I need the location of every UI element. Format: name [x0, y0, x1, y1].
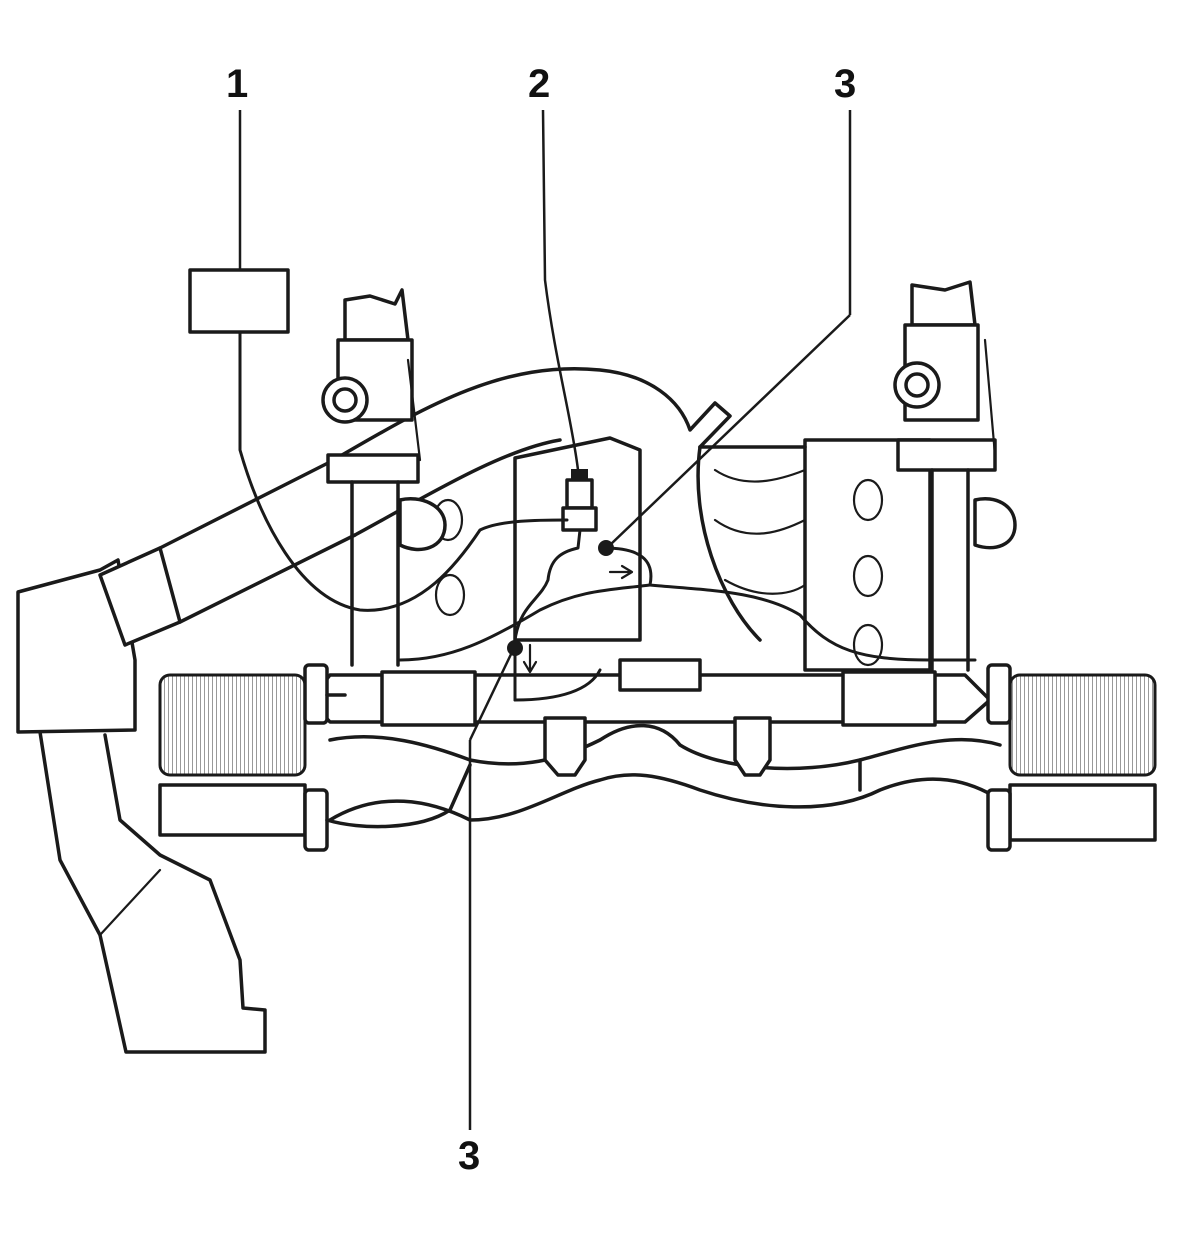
- control-module: [188, 268, 290, 334]
- callout-1: 1: [226, 62, 249, 106]
- right-runner-block: [698, 438, 932, 672]
- right-air-filter: [858, 663, 1157, 852]
- right-throttle-assembly: [893, 280, 1017, 672]
- left-intake-duct: [16, 460, 357, 1054]
- callout-3-bottom: 3: [458, 1134, 481, 1178]
- leader-2: [541, 109, 580, 471]
- left-throttle-assembly: [321, 288, 447, 667]
- left-air-filter: [158, 663, 472, 852]
- lower-manifold: [308, 658, 1002, 822]
- callout-leaders: [238, 109, 852, 1130]
- leader-3a-diag: [609, 314, 851, 546]
- vacuum-sensor: [561, 469, 598, 532]
- leader-3b-diag: [468, 649, 515, 741]
- callout-3-top: 3: [834, 62, 857, 106]
- callout-2: 2: [528, 62, 551, 106]
